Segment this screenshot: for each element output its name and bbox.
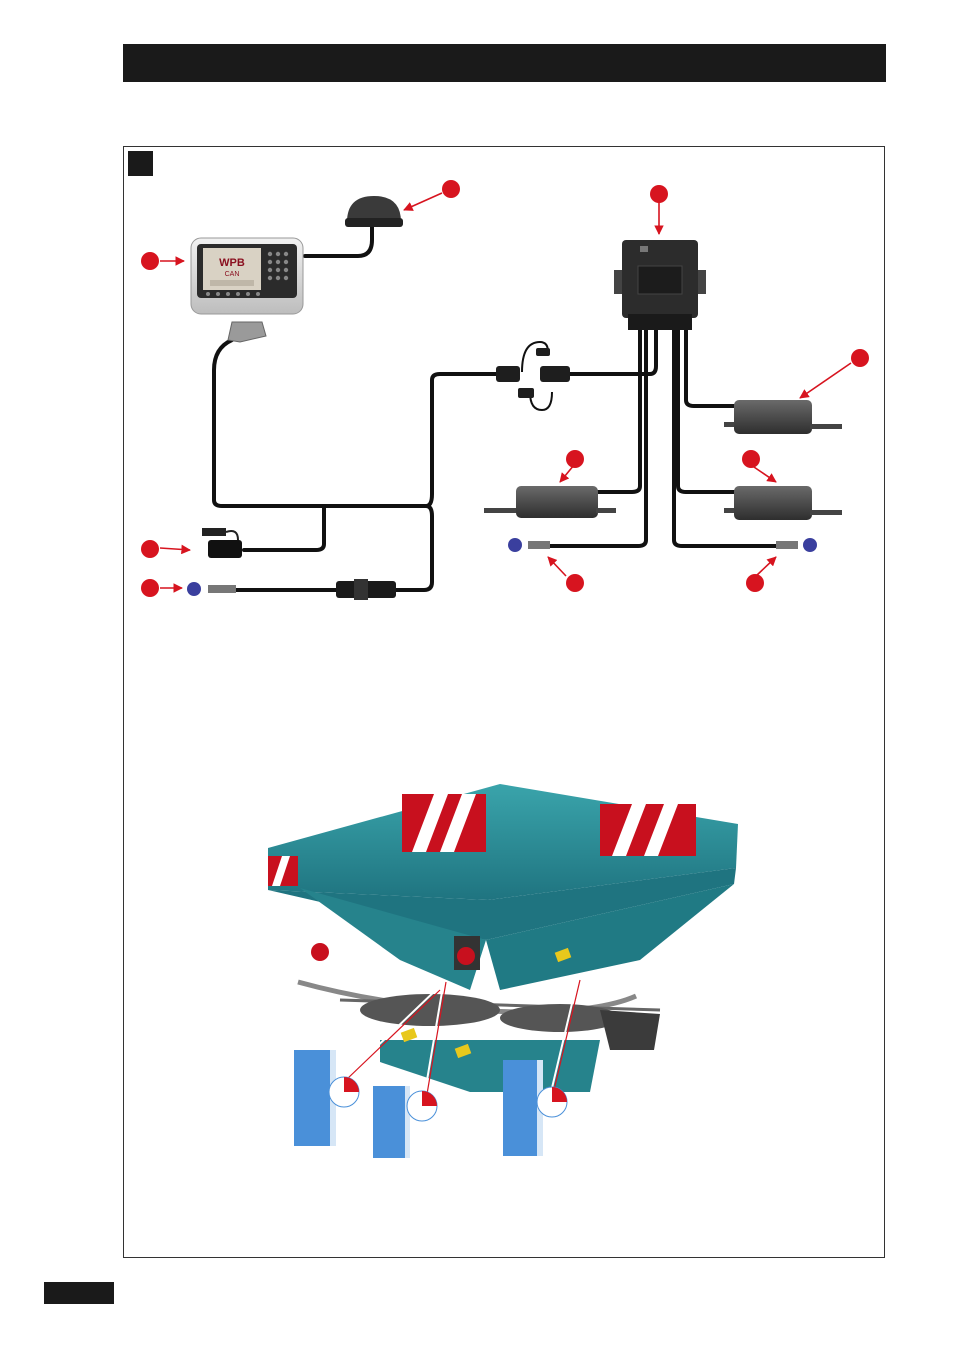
- terminal-screen-title: WPB: [219, 257, 245, 269]
- disc-sensor-left: [508, 538, 550, 552]
- actuator-right-lower: [724, 486, 842, 520]
- actuator-left: [484, 486, 616, 518]
- ecu-control-box: [614, 240, 706, 330]
- signal-socket: [202, 528, 242, 558]
- gps-antenna-icon: [345, 196, 403, 227]
- control-terminal: WPB CAN: [191, 238, 303, 342]
- actuator-right-upper: [724, 400, 842, 434]
- terminal-screen-subtitle: CAN: [225, 271, 240, 278]
- t-connector: [496, 348, 570, 398]
- fertilizer-spreader-image: [268, 784, 738, 1092]
- disc-sensor-right: [776, 538, 817, 552]
